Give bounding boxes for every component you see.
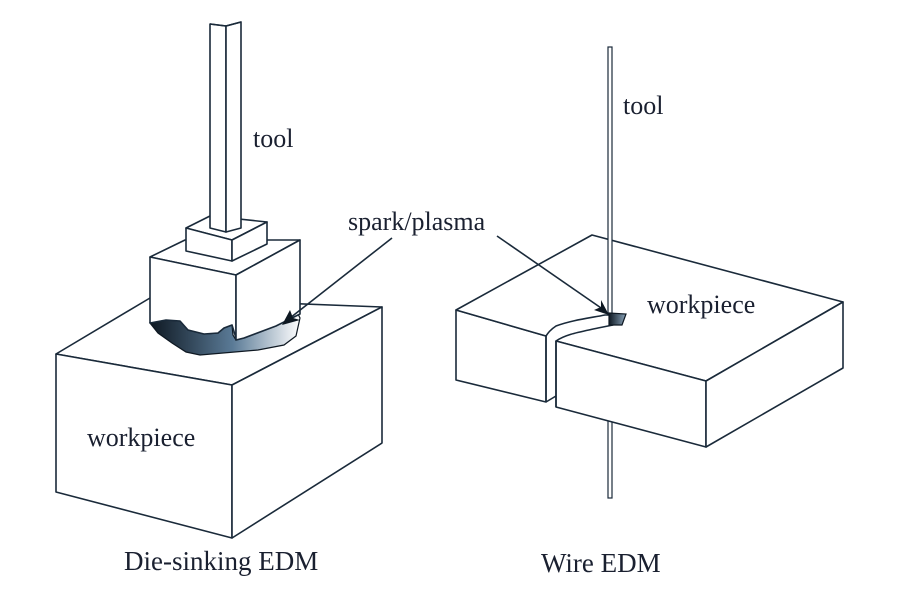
arrow-head-right	[594, 300, 609, 315]
wire-workpiece-label: workpiece	[647, 290, 755, 319]
die-sinking-workpiece	[55, 297, 383, 539]
arrow-to-die-spark	[289, 237, 393, 319]
workpiece-side-face	[231, 306, 383, 539]
wire-tool-label: tool	[623, 91, 663, 120]
holder-side-face	[231, 221, 268, 262]
arrow-head-left	[282, 310, 300, 325]
shaft-front-face	[209, 23, 227, 233]
wire-edm: tool workpiece Wire EDM	[455, 46, 844, 578]
wire-lower	[607, 419, 613, 499]
arrow-to-wire-spark	[496, 235, 605, 311]
wire-upper	[607, 46, 613, 316]
wire-caption: Wire EDM	[541, 548, 661, 578]
workpiece-side-face	[705, 301, 844, 448]
spark-plasma-label: spark/plasma	[348, 207, 486, 236]
workpiece-top-face	[455, 234, 844, 382]
wire-workpiece	[455, 234, 844, 448]
spark-plasma-callout: spark/plasma	[282, 207, 609, 325]
electrode-side-face	[235, 239, 301, 341]
shaft-side-face	[225, 21, 242, 233]
wire-spark	[608, 312, 627, 326]
die-sinking-electrode	[149, 239, 301, 341]
die-sinking-caption: Die-sinking EDM	[124, 546, 318, 576]
die-sinking-workpiece-label: workpiece	[87, 423, 195, 452]
die-sinking-tool-label: tool	[253, 124, 293, 153]
tool-shaft	[209, 21, 242, 233]
die-sinking-edm: tool workpiece Die-sinking EDM	[55, 21, 383, 576]
